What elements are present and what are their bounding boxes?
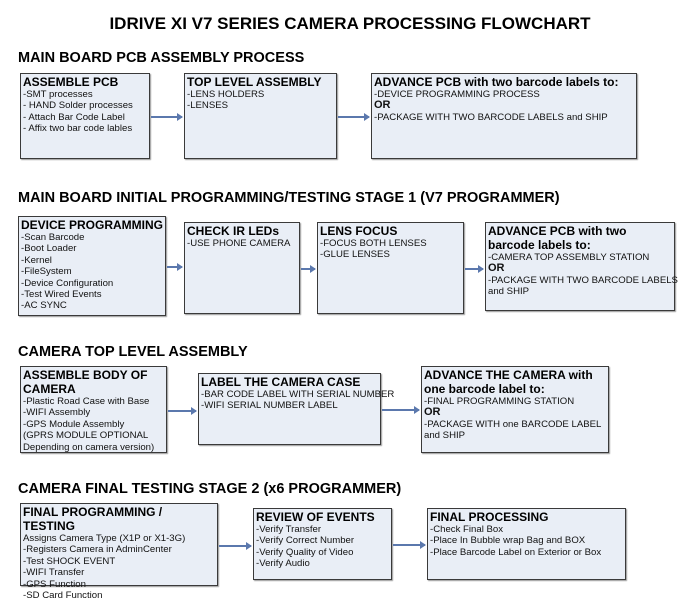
section-heading: CAMERA TOP LEVEL ASSEMBLY [18,344,248,360]
process-step: -LENS HOLDERS [187,89,265,100]
process-box-title: CHECK IR LEDs [187,224,280,238]
process-step: -Verify Correct Number [256,535,355,547]
process-box: FINAL PROCESSING -Check Final Box-Place … [427,508,626,580]
process-step: -Verify Transfer [256,524,322,535]
process-box-title: ADVANCE PCB with two barcode labels to: [374,75,619,89]
process-step: -Boot Loader [21,243,77,255]
process-step: -Plastic Road Case with Base [23,396,150,407]
flow-arrow [338,113,370,120]
process-step: -USE PHONE CAMERA [187,238,291,249]
process-step: OR [374,99,391,112]
process-box-title: TOP LEVEL ASSEMBLY [187,75,322,89]
process-step: -Place In Bubble wrap Bag and BOX [430,535,586,547]
process-step: and SHIP [488,286,530,298]
process-box-title: FINAL PROGRAMMING / TESTING [23,505,163,533]
flow-arrow [151,113,183,120]
process-step: -GPS Module Assembly [23,418,125,430]
process-step: -LENSES [187,100,229,112]
process-step: -Verify Quality of Video [256,546,354,558]
process-step: -GLUE LENSES [320,249,390,261]
process-box-title: LENS FOCUS [320,224,398,238]
process-step: OR [424,406,441,419]
process-box: ASSEMBLE PCB -SMT processes- HAND Solder… [20,73,150,159]
process-box-title: FINAL PROCESSING [430,510,549,524]
process-box: LENS FOCUS-FOCUS BOTH LENSES-GLUE LENSES [317,222,464,314]
process-step: -DEVICE PROGRAMMING PROCESS [374,89,540,100]
process-box-title: ADVANCE THE CAMERA with one barcode labe… [424,368,593,396]
process-step: -SMT processes [23,89,93,100]
flow-arrow [219,542,252,549]
process-box-title: REVIEW OF EVENTS [256,510,375,524]
process-box: ADVANCE PCB with two barcode labels to:-… [371,73,637,159]
process-step: OR [488,262,505,275]
process-step: and SHIP [424,430,466,442]
process-step: -PACKAGE WITH TWO BARCODE LABELS and SHI… [374,111,608,123]
process-step: -CAMERA TOP ASSEMBLY STATION [488,252,650,263]
process-step: -Device Configuration [21,277,114,289]
section-heading: MAIN BOARD PCB ASSEMBLY PROCESS [18,50,305,66]
process-step: Depending on camera version) [23,441,155,453]
process-step: -FINAL PROGRAMMING STATION [424,396,575,407]
process-step: -SD Card Function [23,590,103,602]
process-box: CHECK IR LEDs-USE PHONE CAMERA [184,222,300,314]
process-step: -WIFI Assembly [23,407,91,419]
process-step: -WIFI SERIAL NUMBER LABEL [201,400,338,412]
process-box: ASSEMBLE BODY OF CAMERA-Plastic Road Cas… [20,366,167,453]
process-box-title: LABEL THE CAMERA CASE [201,375,361,389]
process-box: REVIEW OF EVENTS-Verify Transfer-Verify … [253,508,392,580]
process-step: Assigns Camera Type (X1P or X1-3G) [23,533,186,544]
process-box: TOP LEVEL ASSEMBLY-LENS HOLDERS-LENSES [184,73,337,159]
process-step: -Test SHOCK EVENT [23,555,116,567]
process-step: -Scan Barcode [21,232,85,243]
process-step: - Attach Bar Code Label [23,111,125,123]
section-heading: CAMERA FINAL TESTING STAGE 2 (x6 PROGRAM… [18,481,402,497]
process-step: -AC SYNC [21,300,67,312]
process-step: - Affix two bar code lables [23,123,133,135]
process-step: -BAR CODE LABEL WITH SERIAL NUMBER [201,389,395,400]
process-step: -Verify Audio [256,558,310,570]
process-box-title: DEVICE PROGRAMMING [21,218,164,232]
process-step: -Check Final Box [430,524,504,535]
process-step: - HAND Solder processes [23,100,133,112]
section-heading: MAIN BOARD INITIAL PROGRAMMING/TESTING S… [18,190,560,206]
flow-arrow [465,265,484,272]
flow-arrow [167,263,183,270]
process-box: DEVICE PROGRAMMING-Scan Barcode-Boot Loa… [18,216,166,316]
process-step: -FOCUS BOTH LENSES [320,238,427,249]
process-step: -PACKAGE WITH one BARCODE LABEL [424,418,602,430]
process-box: ADVANCE THE CAMERA with one barcode labe… [421,366,609,453]
process-box: LABEL THE CAMERA CASE-BAR CODE LABEL WIT… [198,373,395,445]
process-step: -FileSystem [21,266,72,278]
flow-arrow [382,406,420,413]
process-step: -Registers Camera in AdminCenter [23,544,172,556]
flow-arrow [168,407,197,414]
flow-arrow [301,265,316,272]
process-box-title: ASSEMBLE PCB [23,75,119,89]
process-step: -Test Wired Events [21,289,102,301]
process-step: (GPRS MODULE OPTIONAL [23,430,149,442]
process-step: -GPS Function [23,578,86,590]
flowchart-title: IDRIVE XI V7 SERIES CAMERA PROCESSING FL… [109,14,591,33]
process-box-title: ADVANCE PCB with two barcode labels to: [488,224,627,252]
process-step: -Kernel [21,254,52,266]
process-box-title: ASSEMBLE BODY OF CAMERA [23,368,148,396]
process-step: -WIFI Transfer [23,567,85,579]
process-box: ADVANCE PCB with two barcode labels to:-… [485,222,678,311]
flow-arrow [393,541,426,548]
process-step: -PACKAGE WITH TWO BARCODE LABELS [488,274,678,286]
process-step: -Place Barcode Label on Exterior or Box [430,546,602,558]
